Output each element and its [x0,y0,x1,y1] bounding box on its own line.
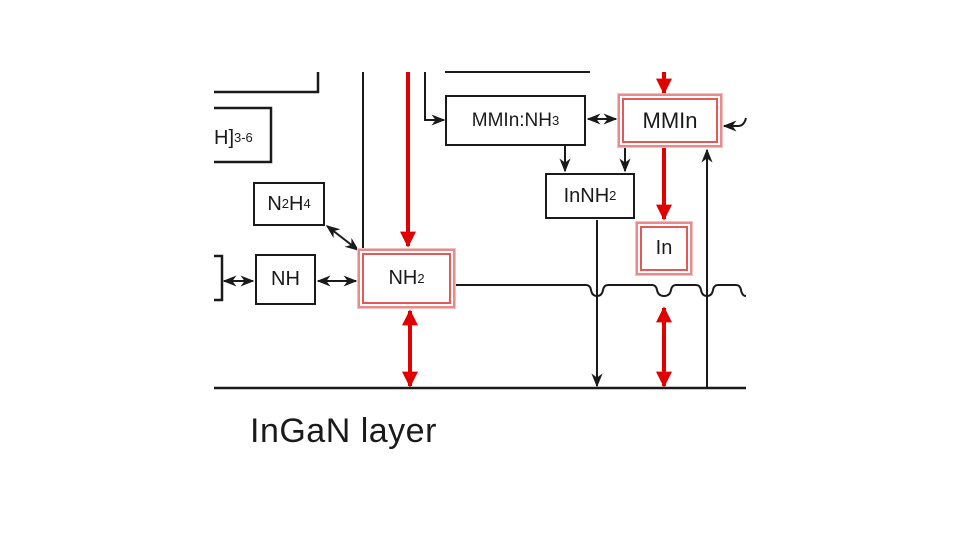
mmin-label: MMIn [642,107,698,133]
partial-box-mid [214,106,273,164]
node-in: In [635,221,693,276]
arrow-right-into-mmin [722,117,747,132]
partial-box-top [214,72,320,94]
n2h4-n: N [267,192,282,215]
partial-mid-main: H] [214,126,234,149]
node-nh: NH [255,254,316,305]
nh2-horizontal-line-with-hops [455,284,747,298]
partial-bracket-left [214,254,224,302]
partial-node-mid-label: H]3-6 [214,126,253,149]
arrow-n2h4-to-nh2 [325,225,360,251]
innh2-main: InNH [563,184,610,207]
n2h4-h: H [289,192,304,215]
nh-label: NH [271,268,300,290]
ingan-layer-caption: InGaN layer [250,412,437,450]
arrow-into-mmin-nh3 [424,72,446,126]
in-label: In [655,237,673,259]
partial-label-top [214,64,216,84]
node-mmin: MMIn [617,93,723,148]
mmin-nh3-main: MMIn:NH [471,109,552,131]
nh2-main: NH [388,267,418,289]
